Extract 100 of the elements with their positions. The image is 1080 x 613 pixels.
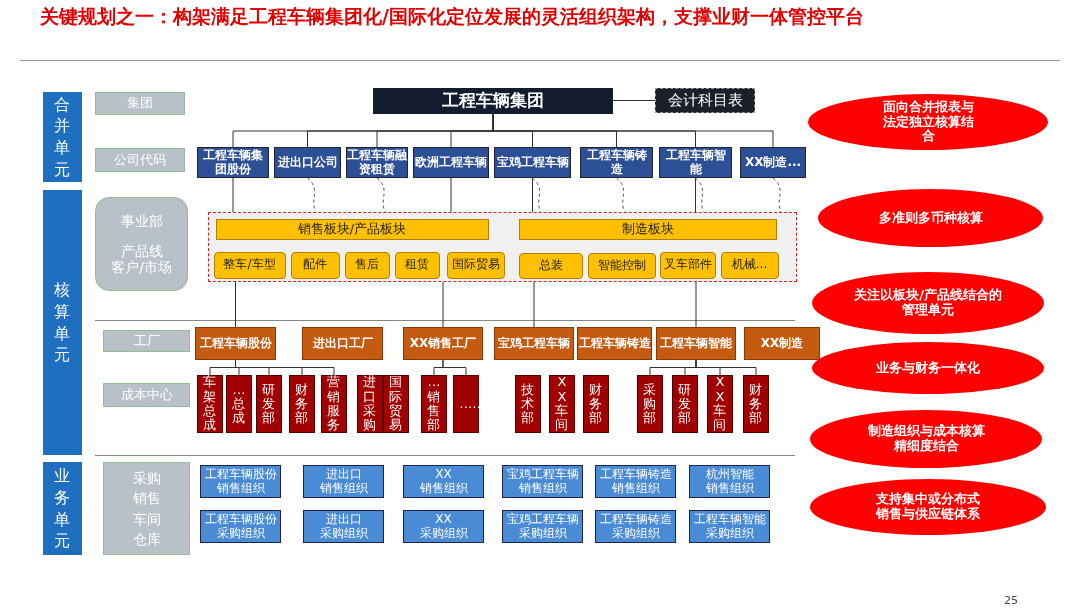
plant-name: 工程车辆铸造 bbox=[578, 336, 651, 351]
connector-line bbox=[492, 113, 774, 148]
level-label: 车间 bbox=[132, 510, 161, 527]
level-box bbox=[103, 462, 190, 555]
org-label: 销售组织 bbox=[319, 481, 368, 496]
cost-center-label: 财务部 bbox=[749, 382, 763, 426]
box-label: 会计科目表 bbox=[667, 91, 743, 110]
connector-line bbox=[442, 359, 467, 376]
cost-center-box bbox=[256, 375, 282, 433]
level-label: 成本中心 bbox=[120, 387, 173, 403]
segment-frame bbox=[208, 212, 797, 282]
org-label: 销售组织 bbox=[518, 481, 567, 496]
plant-name: 宝鸡工程车辆 bbox=[498, 336, 570, 351]
plant-box bbox=[656, 327, 736, 360]
org-label: 工程车辆智能 bbox=[693, 512, 766, 527]
company-name: 工程车辆智能 bbox=[664, 148, 727, 177]
org-box bbox=[502, 465, 583, 498]
company-name: 进出口公司 bbox=[277, 155, 338, 170]
product-line-label: 总装 bbox=[538, 258, 563, 273]
product-line-label: 国际贸易 bbox=[451, 258, 500, 272]
goal-text: 业务与财务一体化 bbox=[875, 360, 981, 376]
connector-line bbox=[232, 177, 234, 213]
dashed-connector bbox=[532, 177, 541, 213]
connector-line bbox=[695, 177, 696, 213]
org-box bbox=[595, 465, 676, 498]
cost-center-label: 研发部 bbox=[262, 382, 276, 426]
section-label: 合并单元 bbox=[54, 93, 71, 181]
org-box bbox=[689, 510, 770, 543]
connector-line bbox=[532, 177, 533, 213]
goal-text: 面向合并报表与法定独立核算结合 bbox=[881, 99, 975, 145]
cost-center-box bbox=[421, 375, 447, 433]
product-line-label: 售后 bbox=[355, 258, 379, 272]
cost-center-box bbox=[383, 375, 409, 433]
segment-bar bbox=[215, 218, 489, 240]
cost-center-label: 进口采购 bbox=[363, 375, 377, 433]
level-label: 事业部 bbox=[120, 212, 163, 229]
connector-line bbox=[695, 359, 757, 376]
connector-line bbox=[450, 177, 452, 213]
org-box bbox=[303, 465, 384, 498]
org-label: 进出口 bbox=[325, 512, 362, 527]
level-box bbox=[103, 383, 190, 407]
plant-name: XX销售工厂 bbox=[409, 336, 477, 351]
cost-center-box bbox=[515, 375, 541, 433]
plant-name: 工程车辆智能 bbox=[660, 336, 732, 351]
group-box bbox=[373, 88, 613, 114]
org-label: 销售组织 bbox=[419, 481, 468, 496]
level-box bbox=[95, 92, 185, 115]
dashed-connector bbox=[695, 177, 704, 213]
product-line-label: 租赁 bbox=[405, 258, 429, 272]
cost-center-label: 财务部 bbox=[295, 382, 309, 426]
level-label: 采购 bbox=[132, 470, 161, 487]
section-label: 核算单元 bbox=[54, 279, 71, 366]
cost-center-box bbox=[743, 375, 769, 433]
org-label: XX bbox=[435, 467, 452, 482]
cost-center-box bbox=[583, 375, 609, 433]
segment-bar bbox=[518, 218, 777, 240]
level-box bbox=[95, 197, 188, 291]
org-box bbox=[595, 510, 676, 543]
plant-box bbox=[403, 327, 483, 360]
cost-center-label: XX车间 bbox=[713, 375, 727, 433]
connector-line bbox=[695, 281, 697, 328]
org-label: 宝鸡工程车辆 bbox=[506, 467, 579, 482]
company-name: XX制造... bbox=[744, 155, 802, 170]
level-label: 工厂 bbox=[133, 333, 160, 349]
org-label: 进出口 bbox=[325, 467, 362, 482]
org-box bbox=[403, 510, 484, 543]
plant-name: XX制造 bbox=[760, 336, 804, 351]
org-label: 销售组织 bbox=[216, 481, 265, 496]
connector-line bbox=[235, 359, 335, 376]
cost-center-box bbox=[707, 375, 733, 433]
page-number: 25 bbox=[1004, 594, 1018, 607]
group-name: 工程车辆集团 bbox=[442, 91, 544, 111]
cost-center-label: 技术部 bbox=[521, 382, 535, 426]
company-name: 欧洲工程车辆 bbox=[415, 155, 487, 170]
level-label: 客户/市场 bbox=[111, 259, 172, 276]
org-label: 工程车辆股份 bbox=[204, 467, 277, 482]
level-label: 集团 bbox=[127, 96, 153, 111]
cost-center-box bbox=[289, 375, 315, 433]
org-box bbox=[403, 465, 484, 498]
org-label: 采购组织 bbox=[518, 526, 567, 541]
plant-name: 工程车辆股份 bbox=[199, 336, 272, 351]
org-label: 宝鸡工程车辆 bbox=[506, 512, 579, 527]
cost-center-label: 车架总成 bbox=[203, 375, 217, 433]
level-box bbox=[95, 148, 185, 172]
level-box bbox=[103, 330, 190, 352]
goal-text: 多准则多币种核算 bbox=[877, 210, 984, 226]
section-band bbox=[43, 462, 82, 555]
org-label: 工程车辆铸造 bbox=[599, 512, 672, 527]
section-label: 业务单元 bbox=[54, 465, 71, 552]
org-label: 采购组织 bbox=[705, 526, 754, 541]
product-line-label: 机械... bbox=[731, 258, 768, 272]
cost-center-box bbox=[321, 375, 347, 433]
connector-line bbox=[612, 100, 656, 101]
org-label: 采购组织 bbox=[319, 526, 368, 541]
cost-center-box bbox=[226, 375, 252, 433]
goal-text: 关注以板块/产品线结合的管理单元 bbox=[853, 288, 1003, 318]
org-box bbox=[303, 510, 384, 543]
company-name: 宝鸡工程车辆 bbox=[496, 155, 569, 170]
org-label: XX bbox=[435, 512, 452, 527]
connector-line bbox=[442, 281, 444, 328]
